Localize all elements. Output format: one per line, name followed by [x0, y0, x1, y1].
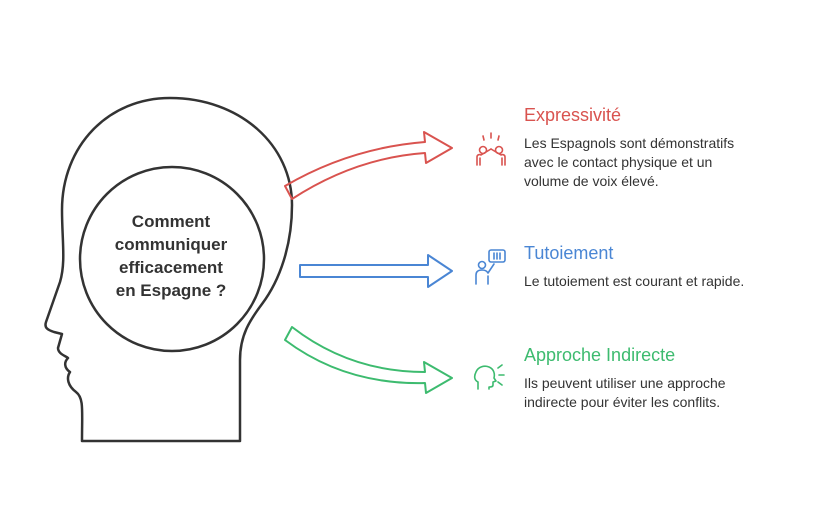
center-question-line: efficacement — [119, 258, 223, 277]
item-description-line: indirecte pour éviter les conflits. — [524, 394, 721, 410]
high-five-icon — [476, 132, 506, 166]
item-description: Ils peuvent utiliser une approche indire… — [524, 374, 814, 412]
item-title: Tutoiement — [524, 243, 614, 263]
center-circle — [78, 165, 266, 353]
item-tutoiement: Tutoiement Le tutoiement est courant et … — [524, 242, 814, 291]
item-description-line: Les Espagnols sont démonstratifs — [524, 135, 735, 151]
item-description: Le tutoiement est courant et rapide. — [524, 272, 814, 291]
item-title: Expressivité — [524, 105, 622, 125]
head-silhouette — [44, 96, 294, 443]
item-description-line: Le tutoiement est courant et rapide. — [524, 273, 745, 289]
item-description-line: Ils peuvent utiliser une approche — [524, 375, 726, 391]
item-expressivite: Expressivité Les Espagnols sont démonstr… — [524, 104, 814, 191]
center-question: Comment communiquer efficacement en Espa… — [96, 210, 246, 302]
item-description-line: avec le contact physique et un — [524, 154, 713, 170]
speaker-presentation-icon — [475, 249, 506, 285]
item-description-line: volume de voix élevé. — [524, 173, 659, 189]
arrow-expressivite — [284, 131, 453, 200]
arrow-approche-indirecte — [284, 326, 453, 394]
item-title: Approche Indirecte — [524, 345, 676, 365]
center-question-line: Comment — [131, 212, 211, 231]
item-description: Les Espagnols sont démonstratifs avec le… — [524, 134, 814, 191]
center-question-line: en Espagne ? — [115, 281, 227, 300]
thinking-head-icon — [473, 364, 505, 390]
item-approche-indirecte: Approche Indirecte Ils peuvent utiliser … — [524, 344, 814, 412]
center-question-line: communiquer — [114, 235, 228, 254]
arrow-tutoiement — [299, 254, 453, 288]
